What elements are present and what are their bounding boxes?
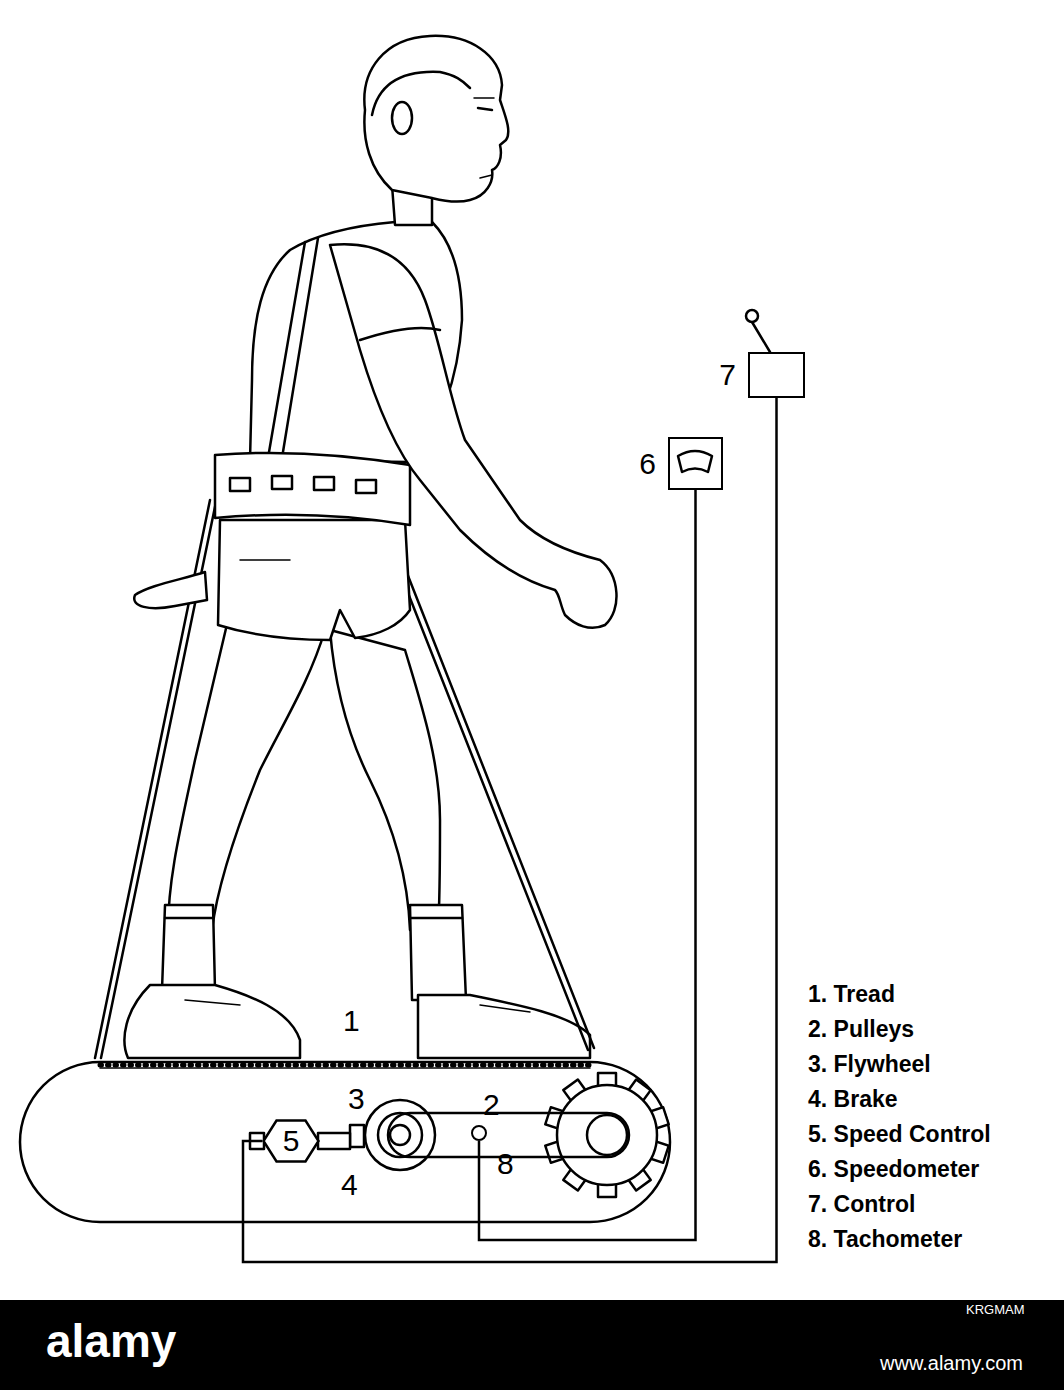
signal-wire	[243, 398, 777, 1262]
key-entry: 5. Speed Control	[808, 1122, 991, 1147]
key-entry: 6. Speedometer	[808, 1157, 979, 1182]
key-entry: 1. Tread	[808, 982, 895, 1007]
callout-number: 4	[341, 1168, 358, 1201]
watermark-url: www.alamy.com	[880, 1352, 1023, 1374]
key-entry: 2. Pulleys	[808, 1017, 914, 1042]
speedometer-box: 6	[668, 437, 723, 490]
key-entry: 4. Brake	[808, 1087, 898, 1112]
callout-number: 6	[639, 449, 656, 479]
callout-number: 3	[348, 1082, 365, 1115]
callout-number: 7	[719, 360, 736, 390]
key-entry: 3. Flywheel	[808, 1052, 931, 1077]
watermark-logo: alamy	[46, 1316, 176, 1367]
callout-number: 5	[283, 1126, 300, 1156]
speed-control-hexagon: 5	[262, 1119, 320, 1163]
tachometer-circle: 8	[471, 1125, 487, 1141]
signal-wire	[479, 490, 696, 1240]
key-entry: 8. Tachometer	[808, 1227, 962, 1252]
callout-number: 1	[343, 1004, 360, 1037]
callout-number: 8	[497, 1149, 514, 1179]
key-entry: 7. Control	[808, 1192, 915, 1217]
control-box: 7	[748, 352, 805, 398]
image-id: KRGMAM	[966, 1303, 1025, 1317]
callout-number: 2	[483, 1088, 500, 1121]
